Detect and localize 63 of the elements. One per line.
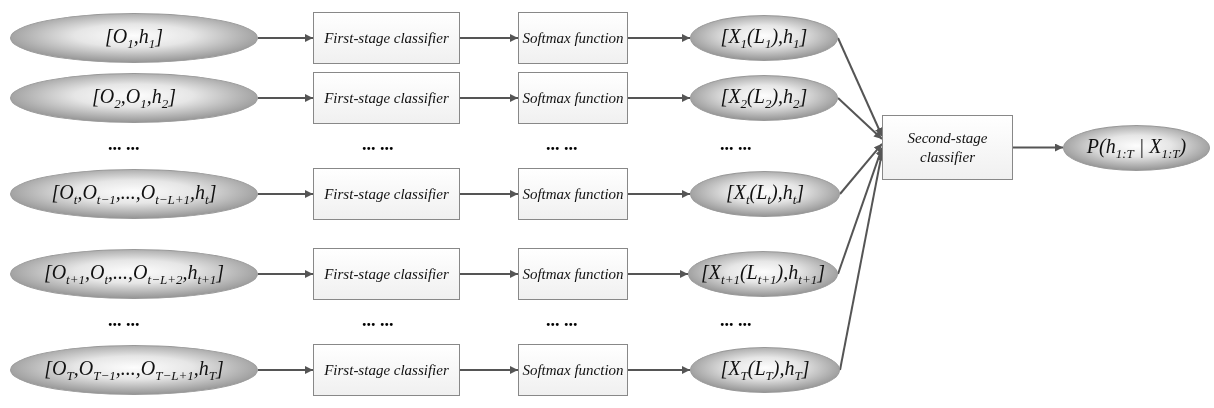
ellipsis-mark: ... ... (720, 134, 752, 155)
process-box (313, 12, 460, 64)
node-label: Second-stage classifier (906, 128, 989, 167)
process-box (882, 115, 1013, 180)
arrow (459, 190, 519, 198)
arrow (627, 190, 691, 198)
node-label: Softmax function (522, 184, 624, 204)
process-box (518, 72, 628, 124)
ellipse-node (688, 251, 838, 297)
process-box (313, 72, 460, 124)
ellipse-node (690, 347, 840, 393)
arrow (627, 366, 691, 374)
arrow (459, 366, 519, 374)
arrow (837, 146, 884, 275)
ellipsis-mark: ... ... (546, 310, 578, 331)
arrow (839, 142, 883, 195)
math-label: [O$_{t+1}$,O$_{t}$,...,O$_{t−L+2}$,h$_{t+1}$] (43, 260, 225, 288)
arrow (257, 94, 314, 102)
process-box (313, 248, 460, 300)
math-label: [X$_{t+1}$(L$_{t+1}$),h$_{t+1}$] (701, 260, 825, 288)
math-label: [X$_{1}$(L$_{1}$),h$_{1}$] (720, 24, 808, 52)
ellipsis-mark: ... ... (362, 134, 394, 155)
process-box (518, 168, 628, 220)
node-label: Softmax function (522, 88, 624, 108)
arrow (257, 366, 314, 374)
math-label: P(h$_{1:T}$ | X$_{1:T}$) (1086, 134, 1187, 162)
math-label: [O$_{1}$,h$_{1}$] (105, 24, 163, 52)
arrow (627, 270, 689, 278)
node-label: Softmax function (522, 360, 624, 380)
process-box (313, 344, 460, 396)
node-label: First-stage classifier (324, 264, 449, 284)
arrow (459, 270, 519, 278)
arrow (1012, 143, 1064, 152)
node-label: Softmax function (522, 28, 624, 48)
ellipsis-mark: ... ... (546, 134, 578, 155)
arrow (257, 190, 314, 198)
arrow (459, 34, 519, 42)
node-label: First-stage classifier (324, 28, 449, 48)
ellipsis-mark: ... ... (720, 310, 752, 331)
ellipsis-mark: ... ... (108, 310, 140, 331)
arrow (459, 94, 519, 102)
ellipsis-mark: ... ... (362, 310, 394, 331)
process-box (518, 344, 628, 396)
node-label: First-stage classifier (324, 184, 449, 204)
node-label: First-stage classifier (324, 360, 449, 380)
math-label: [X$_{2}$(L$_{2}$),h$_{2}$] (720, 84, 808, 112)
math-label: [O$_{T}$,O$_{T−1}$,...,O$_{T−L+1}$,h$_{T}$] (44, 356, 224, 384)
process-box (518, 248, 628, 300)
process-box (518, 12, 628, 64)
arrow (257, 270, 314, 278)
process-box (313, 168, 460, 220)
arrow (837, 37, 883, 138)
arrow (837, 97, 883, 141)
node-label: First-stage classifier (324, 88, 449, 108)
math-label: [O$_{2}$,O$_{1}$,h$_{2}$] (92, 84, 176, 112)
math-label: [X$_{t}$(L$_{t}$),h$_{t}$] (725, 180, 805, 208)
node-label: Softmax function (522, 264, 624, 284)
arrow (257, 34, 314, 42)
arrow (627, 34, 691, 42)
math-label: [X$_{T}$(L$_{T}$),h$_{T}$] (720, 356, 810, 384)
math-label: [O$_{t}$,O$_{t−1}$,...,O$_{t−L+1}$,h$_{t}$] (51, 180, 217, 208)
ellipsis-mark: ... ... (108, 134, 140, 155)
arrow (627, 94, 691, 102)
